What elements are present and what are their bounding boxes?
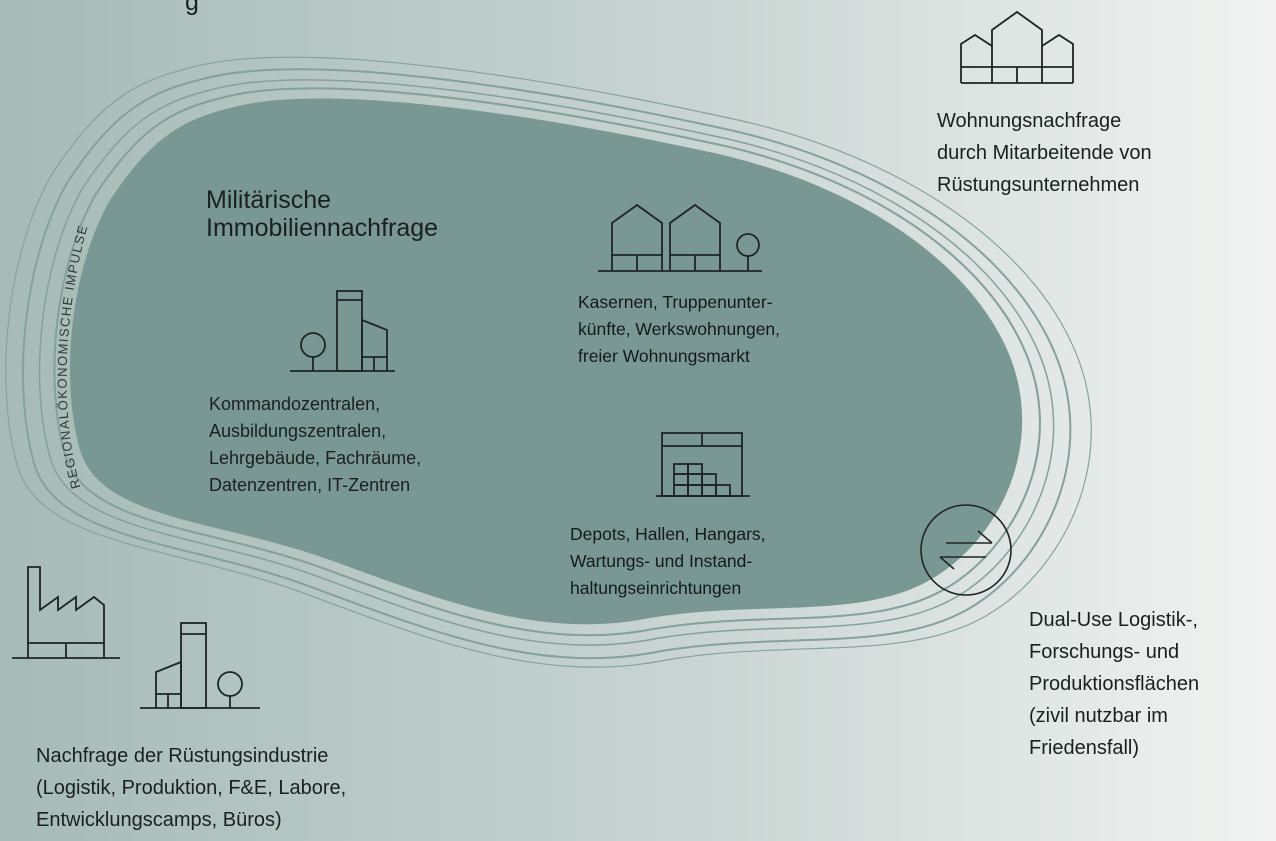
housing-demand-text: Wohnungsnachfrage durch Mitarbeitende vo… <box>937 110 1152 196</box>
tower-tree-icon-outer <box>140 622 260 709</box>
factory-icon <box>12 566 120 659</box>
industry-demand-text: Nachfrage der Rüstungsindustrie (Logisti… <box>36 745 347 831</box>
tower-tree-icon <box>290 290 395 372</box>
core-left-text: Kommandozentralen, Ausbildungszentralen,… <box>209 394 422 495</box>
warehouse-icon <box>656 432 750 497</box>
three-houses-icon <box>960 10 1074 84</box>
core-right-bottom-text: Depots, Hallen, Hangars, Wartungs- und I… <box>570 524 766 598</box>
houses-trees-icon <box>598 203 762 272</box>
dual-use-text: Dual-Use Logistik-, Forschungs- und Prod… <box>1029 609 1200 759</box>
top-left-fragment: g <box>185 0 199 16</box>
core-title: Militärische Immobiliennachfrage <box>206 186 439 242</box>
core-right-top-text: Kasernen, Truppenunter- künfte, Werkswoh… <box>578 292 781 366</box>
exchange-arrows-icon <box>920 504 1012 596</box>
